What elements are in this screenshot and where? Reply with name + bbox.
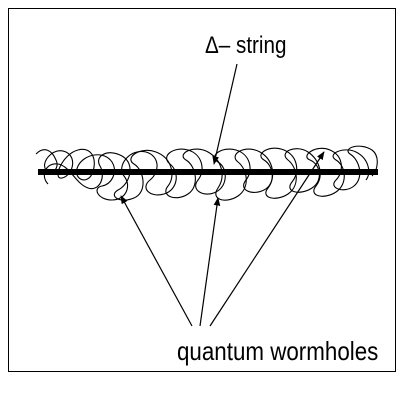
wormhole-pointer-left [120,195,193,327]
wormhole-loops [35,145,378,201]
figure-border [8,8,396,372]
wormhole-pointer-right [209,151,325,327]
quantum-wormholes-label: quantum wormholes [177,336,379,366]
delta-string-label: Δ– string [205,32,287,59]
string-label-pointer [212,63,238,165]
wormhole-loops-back [43,148,370,201]
wormhole-pointer-middle [199,197,221,327]
